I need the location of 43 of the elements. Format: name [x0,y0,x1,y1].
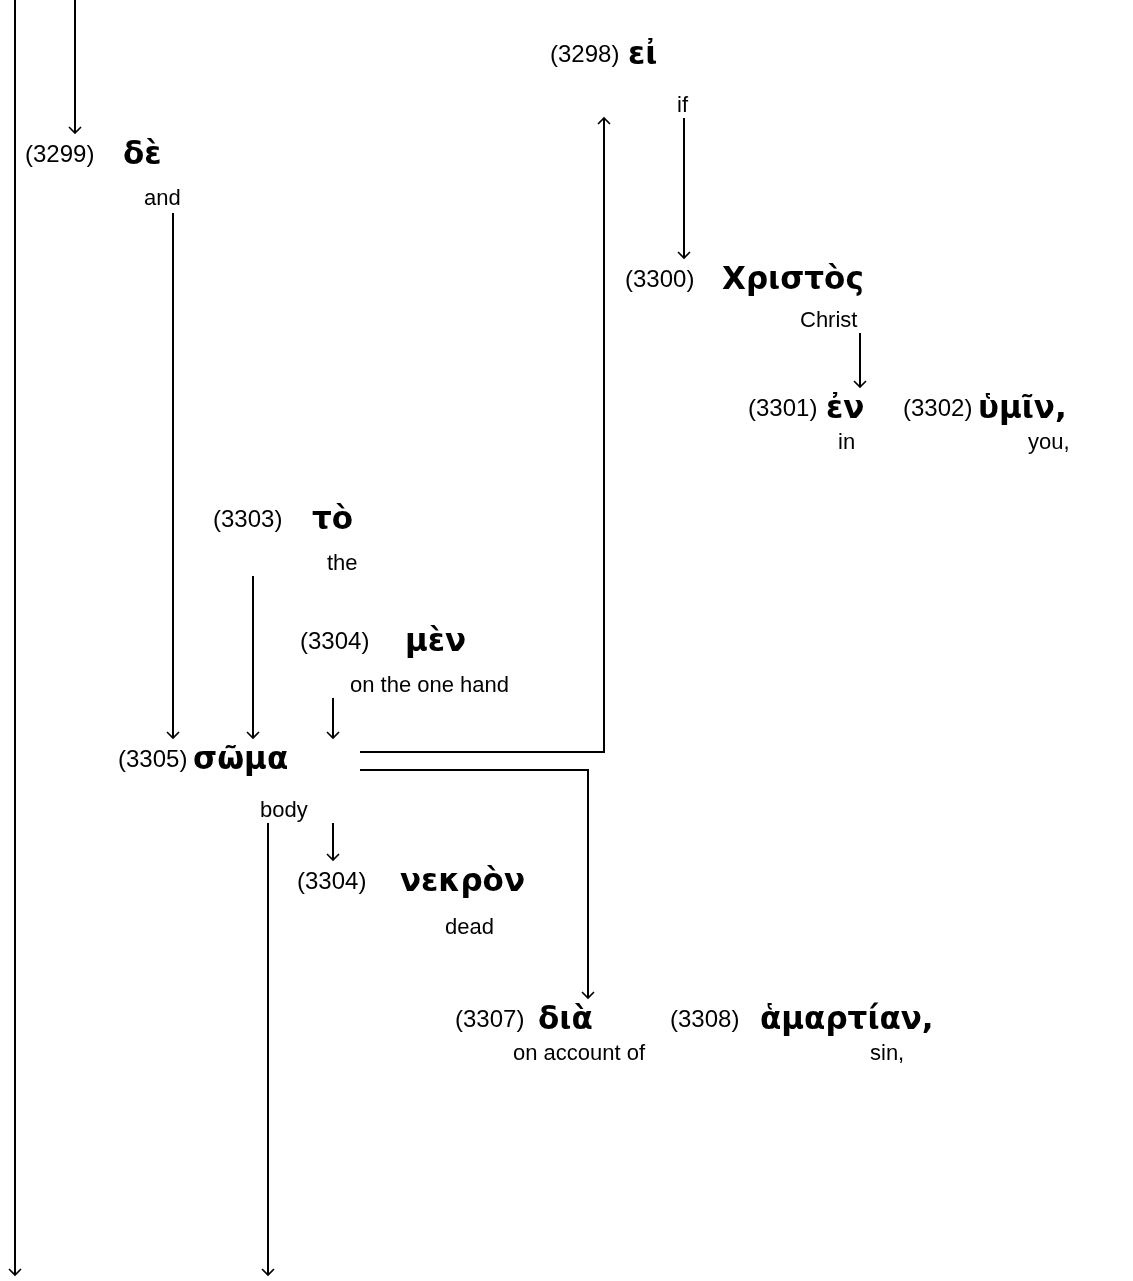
greek-word: ἁμαρτίαν, [760,999,934,1038]
english-gloss: Christ [800,307,858,333]
english-gloss: body [260,797,308,823]
arrow [677,117,691,259]
english-gloss: and [144,185,181,211]
arrow [326,697,340,739]
english-gloss: the [327,550,358,576]
english-gloss: you, [1028,429,1070,455]
greek-word: εἰ [628,34,658,73]
greek-word: ὑμῖν, [978,388,1067,427]
reference-number: (3301) [748,393,818,423]
arrow [359,769,595,999]
greek-word: Χριστὸς [722,259,864,298]
greek-word: σῶμα [193,739,289,778]
arrow [359,117,611,753]
english-gloss: on account of [513,1040,646,1066]
reference-number: (3298) [550,39,620,69]
english-gloss: if [677,92,688,118]
reference-number: (3305) [118,744,188,774]
reference-number: (3303) [213,504,283,534]
reference-number: (3308) [670,1004,740,1034]
arrow [261,822,275,1276]
greek-word: μὲν [405,621,467,660]
reference-number: (3304) [300,626,370,656]
reference-number: (3300) [625,264,695,294]
greek-word: νεκρὸν [400,861,525,900]
arrow [246,575,260,739]
reference-number: (3302) [903,393,973,423]
greek-word: ἐν [826,388,865,427]
reference-number: (3307) [455,1004,525,1034]
reference-number: (3304) [297,866,367,896]
arrow [853,332,867,388]
english-gloss: in [838,429,856,455]
reference-number: (3299) [25,139,95,169]
arrow [68,0,82,134]
english-gloss: sin, [870,1040,905,1066]
arrow [166,212,180,739]
arrow [326,822,340,861]
english-gloss: dead [445,914,494,940]
greek-word: δὲ [123,134,162,173]
greek-word: διὰ [538,999,593,1038]
english-gloss: on the one hand [350,672,510,698]
greek-word: τὸ [312,499,354,538]
